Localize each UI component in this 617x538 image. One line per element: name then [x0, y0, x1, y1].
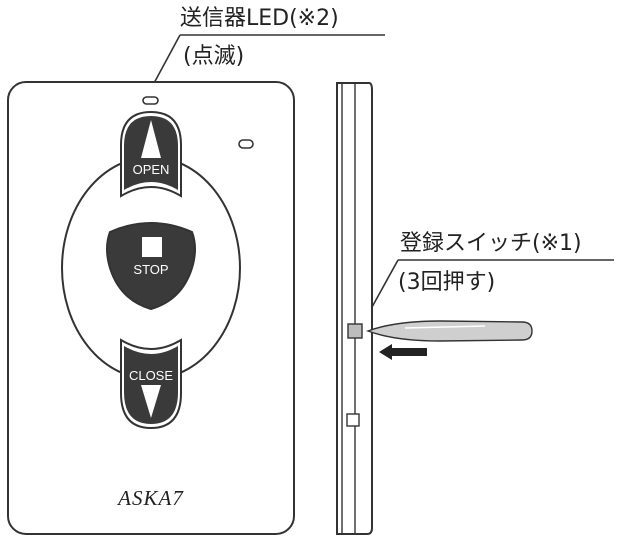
stop-label: STOP	[133, 262, 168, 277]
switch-callout-title: 登録スイッチ(※1)	[400, 231, 582, 256]
push-arrow-icon	[379, 344, 427, 360]
remote-front-view: OPEN STOP CLOSE ASKA7	[7, 81, 295, 535]
transmitter-led	[142, 96, 159, 105]
up-arrow-icon	[141, 120, 161, 158]
led-callout-title: 送信器LED(※2)	[180, 6, 339, 31]
switch-callout-note: (3回押す)	[398, 270, 496, 295]
led-leader-line	[152, 34, 385, 86]
indicator-slot	[238, 139, 254, 149]
remote-side-view	[336, 82, 373, 535]
stop-square-icon	[142, 237, 162, 257]
down-arrow-icon	[141, 385, 161, 418]
led-callout-note: (点滅)	[183, 44, 245, 69]
close-label: CLOSE	[129, 368, 173, 383]
brand-logo: ASKA7	[116, 486, 184, 510]
open-label: OPEN	[133, 162, 170, 177]
register-switch[interactable]	[347, 323, 363, 339]
open-button[interactable]: OPEN	[120, 110, 182, 198]
switch-leader-line	[360, 259, 614, 328]
side-notch	[346, 413, 360, 427]
stylus-pen	[365, 320, 533, 342]
close-button[interactable]: CLOSE	[120, 338, 182, 430]
stop-button[interactable]: STOP	[106, 222, 196, 311]
